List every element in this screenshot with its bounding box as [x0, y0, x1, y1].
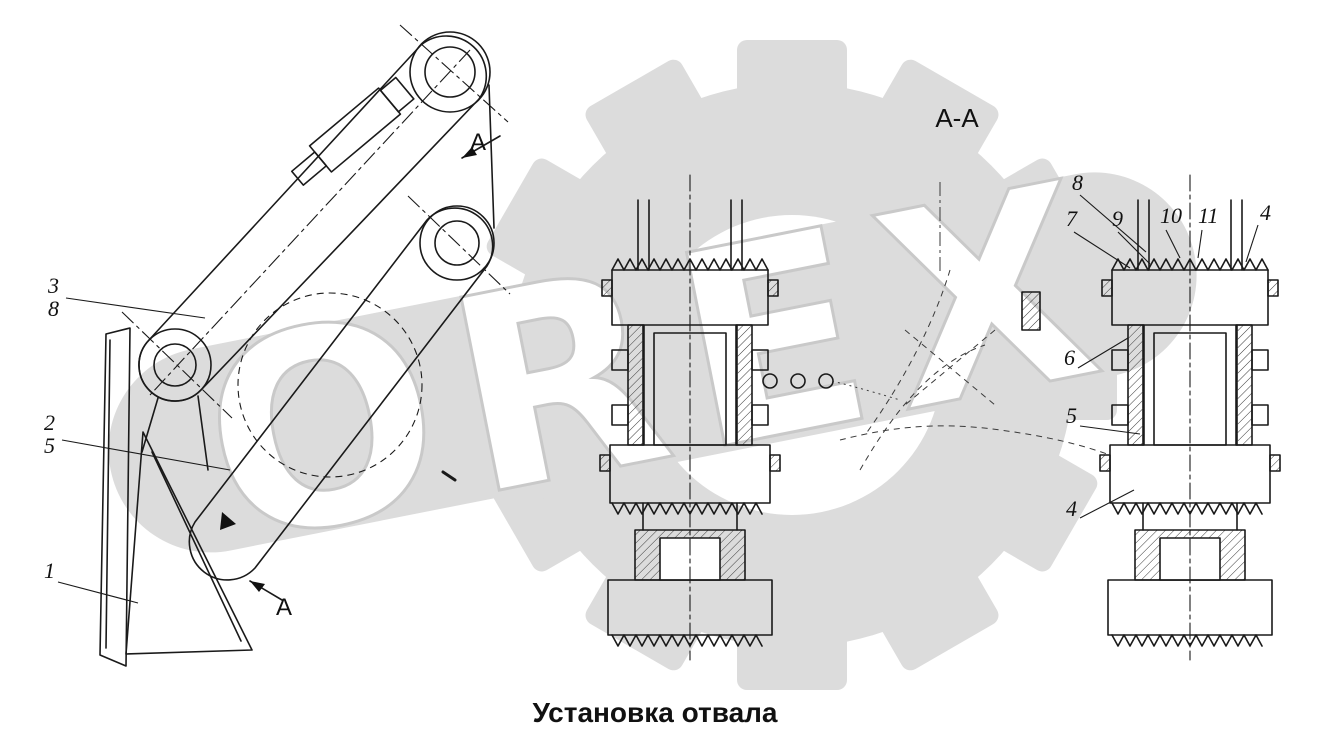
section-label: А-А	[935, 103, 979, 133]
callout-right-6: 6	[1064, 345, 1075, 370]
callout-right-4-top: 4	[1260, 200, 1271, 225]
arrow-label-bottom: А	[276, 594, 292, 621]
callout-right-9: 9	[1112, 206, 1123, 231]
callout-right-11: 11	[1198, 203, 1218, 228]
callout-left-3: 3	[47, 273, 59, 298]
callout-right-4-bottom: 4	[1066, 496, 1077, 521]
callout-left-5: 5	[44, 433, 55, 458]
callout-right-5: 5	[1066, 403, 1077, 428]
arrow-label-top: А	[470, 129, 486, 156]
callouts: 3 8 2 5 1 8 7 9 10 11 4 6 5 4	[44, 170, 1271, 583]
callout-left-8: 8	[48, 296, 59, 321]
callout-right-10: 10	[1160, 203, 1182, 228]
callout-right-8: 8	[1072, 170, 1083, 195]
phantom-lines	[831, 182, 1111, 471]
blade-linkage-view: А А	[99, 24, 511, 667]
callout-right-7: 7	[1066, 206, 1078, 231]
section-view	[599, 174, 1281, 661]
leader-lines	[57, 194, 1259, 604]
watermark: OREX	[108, 40, 1197, 690]
callout-left-2: 2	[44, 410, 55, 435]
section-arrows: А А	[249, 129, 501, 621]
callout-left-1: 1	[44, 558, 55, 583]
page-title: Установка отвала	[533, 697, 778, 728]
watermark-band	[108, 172, 1197, 553]
